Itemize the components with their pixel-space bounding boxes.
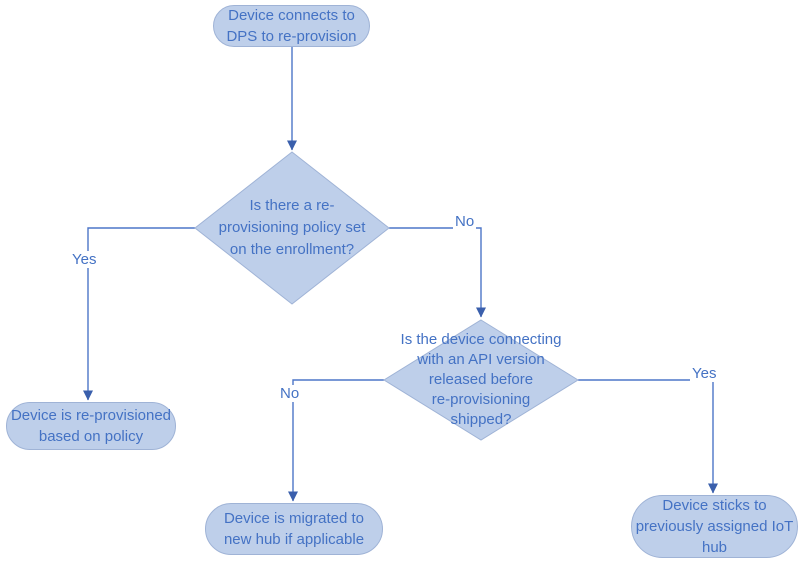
decision-policy-shape [194, 151, 390, 305]
edge-decision-api-no [288, 379, 384, 502]
edge-decision-policy-yes [83, 227, 195, 401]
node-reprovisioned-label: Device is re-provisioned based on policy [10, 407, 172, 445]
edge-decision-policy-no [389, 227, 486, 318]
edge-label-no-policy: No [453, 213, 477, 230]
decision-api-shape [383, 319, 579, 441]
edge-label-yes-api: Yes [690, 365, 719, 382]
edge-decision-api-yes [578, 379, 718, 494]
edge-label-no-api: No [278, 385, 302, 402]
node-migrated-label: Device is migrated to new hub if applica… [223, 510, 365, 548]
node-sticks-label: Device sticks to previously assigned IoT… [635, 497, 794, 556]
node-start: Device connects to DPS to re-provision [213, 5, 370, 47]
node-start-label: Device connects to DPS to re-provision [226, 7, 357, 45]
node-sticks: Device sticks to previously assigned IoT… [631, 495, 798, 558]
node-migrated: Device is migrated to new hub if applica… [205, 503, 383, 555]
edge-label-yes-policy: Yes [70, 251, 99, 268]
node-reprovisioned: Device is re-provisioned based on policy [6, 402, 176, 450]
